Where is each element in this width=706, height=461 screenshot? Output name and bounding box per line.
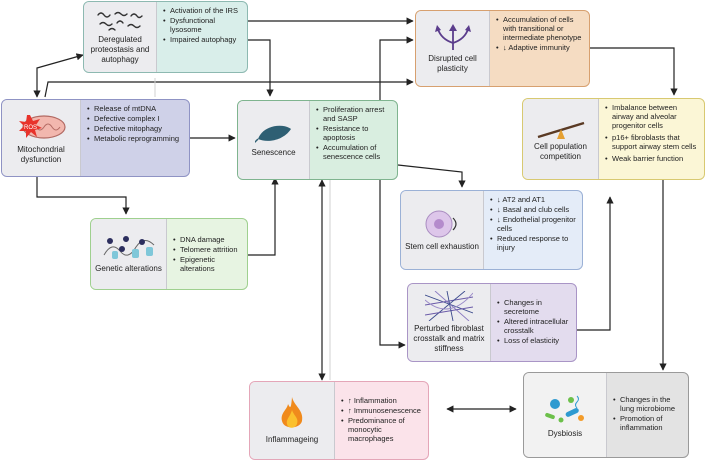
plasticity-item: Accumulation of cells with transitional …: [496, 15, 585, 42]
arrow-plasticity-to-population: [590, 47, 678, 96]
arrow-mitochondrial-to-plasticity: [44, 78, 414, 98]
proteostasis-item: Impaired autophagy: [163, 35, 243, 44]
node-fibroblast: Perturbed fibroblast crosstalk and matri…: [407, 283, 577, 362]
node-inflammageing: Inflammageing ↑ Inflammation ↑ Immunosen…: [249, 381, 429, 460]
fibroblast-item: Changes in secretome: [497, 298, 572, 316]
stemcell-item: Reduced response to injury: [490, 234, 578, 252]
mitochondria-ros-icon: ROS: [19, 114, 66, 139]
genetic-item: Telomere attrition: [173, 245, 243, 254]
node-stemcell: Stem cell exhaustion ↓ AT2 and AT1 ↓ Bas…: [400, 190, 583, 270]
mitochondrial-item: Release of mtDNA: [87, 104, 185, 113]
ros-label: ROS: [24, 125, 37, 131]
mitochondrial-item: Defective mitophagy: [87, 124, 185, 133]
node-genetic: Genetic alterations DNA damage Telomere …: [90, 218, 248, 290]
mitochondrial-title: Mitochondrial dysfunction: [17, 144, 65, 164]
node-proteostasis: Deregulated proteostasis and autophagy A…: [83, 1, 248, 73]
proteostasis-item: Activation of the IRS: [163, 6, 243, 15]
genetic-title: Genetic alterations: [95, 263, 162, 273]
inflammageing-title: Inflammageing: [265, 435, 319, 444]
fibroblast-title: Perturbed fibroblast crosstalk and matri…: [413, 324, 485, 353]
proteostasis-item: Dysfunctional lysosome: [163, 16, 243, 34]
senescence-item: Proliferation arrest and SASP: [316, 105, 393, 123]
arrow-proteostasis-to-senescence: [248, 39, 274, 97]
inflammageing-item: Predominance of monocytic macrophages: [341, 416, 424, 443]
population-item: Imbalance between airway and alveolar pr…: [605, 103, 700, 130]
arrow-senescence-to-stemcell: [397, 164, 466, 188]
flame-icon: [281, 397, 303, 428]
population-title: Cell population competition: [534, 141, 587, 161]
dysbiosis-item: Promotion of inflammation: [613, 414, 684, 432]
stemcell-title: Stem cell exhaustion: [405, 241, 479, 251]
stem-cell-icon: [425, 210, 457, 237]
genetic-item: DNA damage: [173, 235, 243, 244]
arrow-proteostasis-mitochondrial: [33, 53, 84, 98]
node-mitochondrial: ROS Mitochondrial dysfunction Release of…: [1, 99, 190, 177]
diverging-arrows-icon: [434, 24, 471, 50]
fiber-mesh-icon: [425, 291, 473, 321]
dysbiosis-item: Changes in the lung microbiome: [613, 395, 684, 413]
senescence-item: Accumulation of senescence cells: [316, 143, 393, 161]
stemcell-item: ↓ Basal and club cells: [490, 205, 578, 214]
fibroblast-item: Loss of elasticity: [497, 336, 572, 345]
inflammageing-item: ↑ Immunosenescence: [341, 406, 424, 415]
node-senescence: Senescence Proliferation arrest and SASP…: [237, 100, 398, 180]
mitochondrial-item: Defective complex I: [87, 114, 185, 123]
mitochondrial-item: Metabolic reprogramming: [87, 134, 185, 143]
node-plasticity: Disrupted cell plasticity Accumulation o…: [415, 10, 590, 87]
stemcell-item: ↓ AT2 and AT1: [490, 195, 578, 204]
proteostasis-title: Deregulated proteostasis and autophagy: [90, 34, 150, 64]
arrow-genetic-to-senescence: [248, 177, 279, 256]
inflammageing-item: ↑ Inflammation: [341, 396, 424, 405]
senescence-title: Senescence: [251, 147, 296, 157]
microbiome-icon: [545, 395, 584, 422]
dysbiosis-title: Dysbiosis: [547, 428, 583, 438]
dna-nucleosome-icon: [103, 235, 154, 259]
arrow-senescence-to-plasticity: [379, 36, 414, 100]
genetic-item: Epigenetic alterations: [173, 255, 243, 273]
node-population: Cell population competition Imbalance be…: [522, 98, 705, 180]
seesaw-icon: [537, 121, 584, 139]
senescence-item: Resistance to apoptosis: [316, 124, 393, 142]
node-dysbiosis: Dysbiosis Changes in the lung microbiome…: [523, 372, 689, 458]
fibroblast-item: Altered intracellular crosstalk: [497, 317, 572, 335]
arrow-mitochondrial-to-genetic: [36, 177, 130, 215]
plasticity-item: ↓ Adaptive immunity: [496, 43, 585, 52]
stemcell-item: ↓ Endothelial progenitor cells: [490, 215, 578, 233]
plasticity-title: Disrupted cell plasticity: [428, 54, 477, 73]
population-item: Weak barrier function: [605, 154, 700, 163]
protein-strands-icon: [97, 11, 143, 31]
leaf-icon: [254, 125, 291, 143]
population-item: p16+ fibroblasts that support airway ste…: [605, 133, 700, 151]
